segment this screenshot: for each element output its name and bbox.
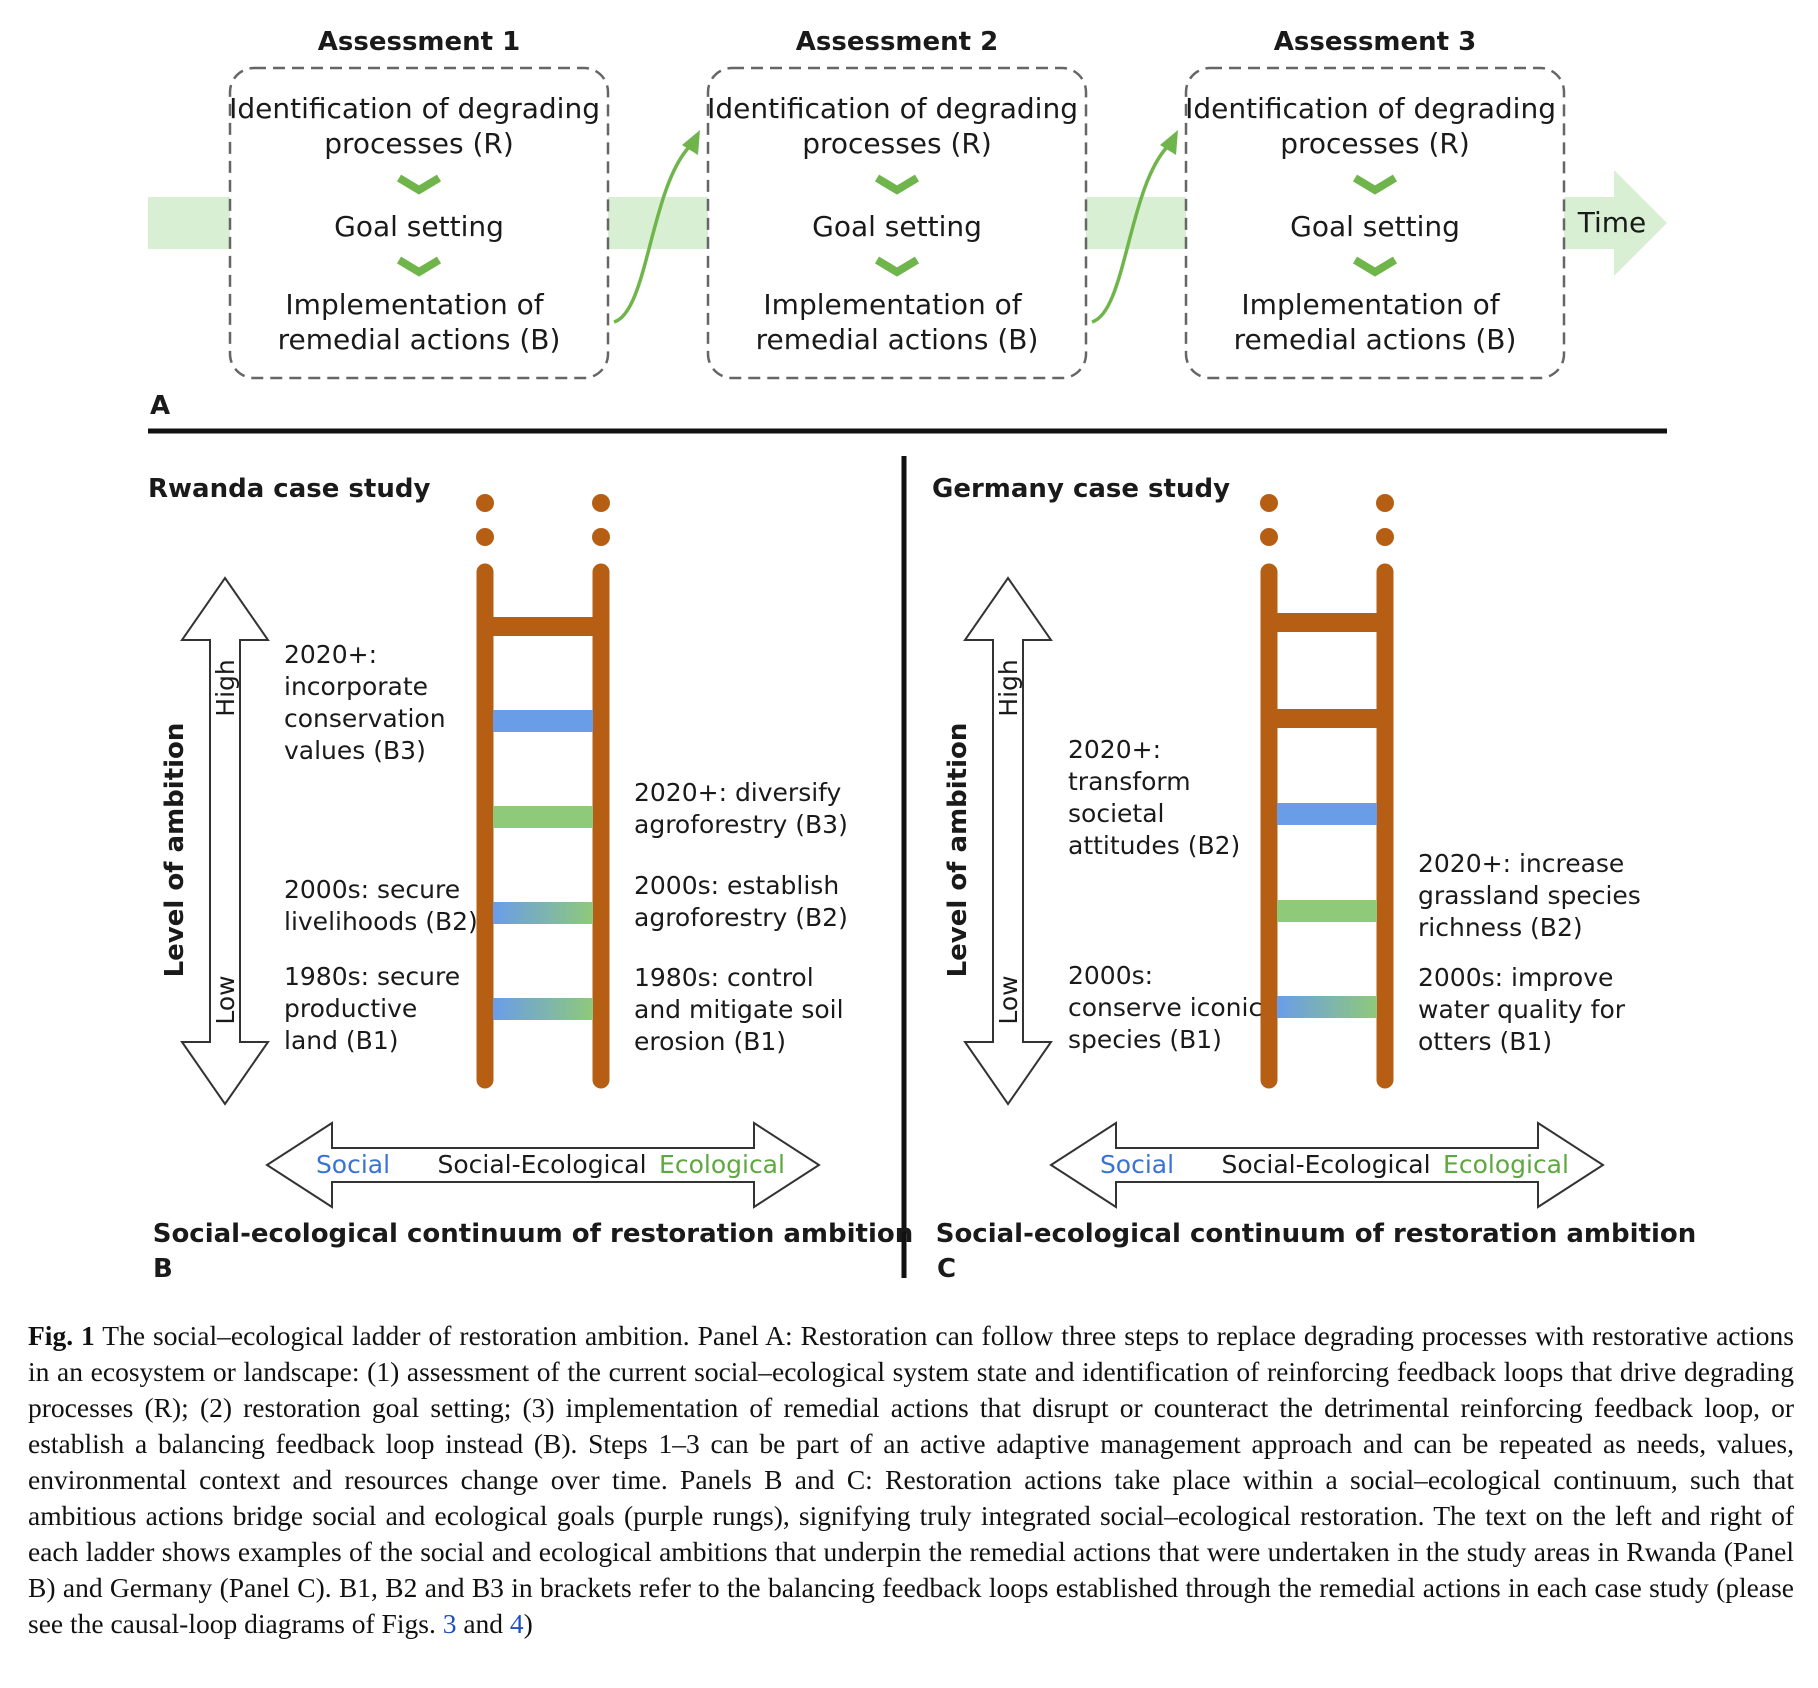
step-identification: Identification of degrading processes (R… bbox=[1185, 92, 1565, 160]
step-implementation: Implementation of remedial actions (B) bbox=[1234, 288, 1517, 356]
assessment-2: Assessment 2 Identification of degrading… bbox=[706, 27, 1088, 380]
ambition-low-label: Low bbox=[994, 975, 1023, 1024]
ladder-dot bbox=[476, 528, 494, 546]
case-study-title: Germany case study bbox=[932, 474, 1230, 504]
rung-ecological bbox=[493, 806, 593, 828]
social-ambition-label: 2000s: secure livelihoods (B2) bbox=[284, 875, 478, 936]
continuum-ecological-label: Ecological bbox=[659, 1150, 785, 1179]
ladder-dot bbox=[1260, 494, 1278, 512]
panel-letter-b: B bbox=[153, 1254, 173, 1284]
arrowhead-icon bbox=[682, 130, 700, 155]
ambition-arrow bbox=[963, 576, 1053, 1106]
ambition-high-label: High bbox=[994, 659, 1023, 716]
ladder bbox=[476, 494, 610, 1089]
rung-social-ecological bbox=[1277, 996, 1377, 1018]
rung-social bbox=[493, 710, 593, 732]
chevron-down-icon bbox=[396, 174, 442, 195]
ecological-ambition-label: 2000s: improve water quality for otters … bbox=[1418, 963, 1633, 1056]
chevron-down-icon bbox=[874, 256, 920, 277]
rung-social bbox=[1277, 803, 1377, 825]
panel-b: Rwanda case study High Low Level of ambi… bbox=[148, 474, 913, 1284]
ladder-dot bbox=[1376, 528, 1394, 546]
figure-4-link[interactable]: 4 bbox=[509, 1608, 524, 1639]
step-identification: Identification of degrading processes (R… bbox=[229, 92, 609, 160]
arrowhead-icon bbox=[1160, 130, 1178, 155]
case-study-title: Rwanda case study bbox=[148, 474, 430, 504]
assessment-title: Assessment 2 bbox=[796, 27, 998, 57]
panel-a: Assessment 1 Identification of degrading… bbox=[148, 27, 1667, 421]
ladder-dot bbox=[476, 494, 494, 512]
social-ambition-label: 2020+: incorporate conservation values (… bbox=[284, 640, 454, 765]
assessment-title: Assessment 3 bbox=[1274, 27, 1476, 57]
rung-unfilled bbox=[1269, 613, 1385, 632]
continuum-caption: Social-ecological continuum of restorati… bbox=[936, 1219, 1697, 1249]
connector-arrow-2 bbox=[1091, 130, 1178, 324]
chevron-down-icon bbox=[396, 256, 442, 277]
rung-unfilled bbox=[485, 617, 601, 636]
step-implementation: Implementation of remedial actions (B) bbox=[278, 288, 561, 356]
step-implementation: Implementation of remedial actions (B) bbox=[756, 288, 1039, 356]
rung-social-ecological bbox=[493, 902, 593, 924]
assessment-1: Assessment 1 Identification of degrading… bbox=[228, 27, 610, 380]
figure-1: Assessment 1 Identification of degrading… bbox=[148, 27, 1696, 1284]
caption-end: ) bbox=[523, 1608, 533, 1639]
panel-letter-a: A bbox=[150, 391, 170, 421]
chevron-down-icon bbox=[874, 174, 920, 195]
social-ambition-label: 2000s: conserve iconic species (B1) bbox=[1068, 961, 1270, 1054]
chevron-down-icon bbox=[1352, 256, 1398, 277]
connector-arrow-1 bbox=[613, 130, 700, 324]
continuum-social-ecological-label: Social-Ecological bbox=[1221, 1150, 1430, 1179]
figure-3-link[interactable]: 3 bbox=[442, 1608, 457, 1639]
assessment-title: Assessment 1 bbox=[318, 27, 520, 57]
figure-caption: Fig. 1 The social–ecological ladder of r… bbox=[28, 1318, 1794, 1642]
social-ambition-label: 2020+: transform societal attitudes (B2) bbox=[1068, 735, 1240, 860]
assessment-box bbox=[706, 66, 1088, 380]
step-goal-setting: Goal setting bbox=[1290, 210, 1460, 243]
continuum-social-label: Social bbox=[1100, 1150, 1174, 1179]
assessment-box bbox=[1184, 66, 1566, 380]
continuum-arrow bbox=[265, 1121, 821, 1209]
ambition-axis-label: Level of ambition bbox=[160, 723, 190, 978]
ambition-low-label: Low bbox=[211, 975, 240, 1024]
ecological-ambition-label: 2000s: establish agroforestry (B2) bbox=[634, 871, 848, 932]
continuum-arrow bbox=[1049, 1121, 1605, 1209]
social-ambition-label: 1980s: secure productive land (B1) bbox=[284, 962, 468, 1055]
ladder-dot bbox=[1376, 494, 1394, 512]
ecological-ambition-label: 2020+: increase grassland species richne… bbox=[1418, 849, 1649, 942]
assessment-3: Assessment 3 Identification of degrading… bbox=[1184, 27, 1566, 380]
ambition-axis-label: Level of ambition bbox=[943, 723, 973, 978]
step-goal-setting: Goal setting bbox=[334, 210, 504, 243]
panel-letter-c: C bbox=[937, 1254, 956, 1284]
ladder-dot bbox=[592, 494, 610, 512]
caption-label: Fig. 1 bbox=[28, 1320, 95, 1351]
ecological-ambition-label: 2020+: diversify agroforestry (B3) bbox=[634, 778, 849, 839]
rung-unfilled bbox=[1269, 709, 1385, 728]
rung-social-ecological bbox=[493, 998, 593, 1020]
ladder-dot bbox=[592, 528, 610, 546]
ambition-high-label: High bbox=[211, 659, 240, 716]
ambition-arrow bbox=[180, 576, 270, 1106]
continuum-social-label: Social bbox=[316, 1150, 390, 1179]
continuum-ecological-label: Ecological bbox=[1443, 1150, 1569, 1179]
step-goal-setting: Goal setting bbox=[812, 210, 982, 243]
ecological-ambition-label: 1980s: control and mitigate soil erosion… bbox=[634, 963, 852, 1056]
panel-c: Germany case study High Low Level of amb… bbox=[932, 474, 1696, 1284]
ladder bbox=[1260, 494, 1394, 1089]
assessment-box bbox=[228, 66, 610, 380]
continuum-caption: Social-ecological continuum of restorati… bbox=[153, 1219, 914, 1249]
time-label: Time bbox=[1577, 206, 1647, 239]
chevron-down-icon bbox=[1352, 174, 1398, 195]
step-identification: Identification of degrading processes (R… bbox=[707, 92, 1087, 160]
caption-text: The social–ecological ladder of restorat… bbox=[28, 1320, 1794, 1639]
caption-and: and bbox=[463, 1608, 504, 1639]
continuum-social-ecological-label: Social-Ecological bbox=[437, 1150, 646, 1179]
ladder-dot bbox=[1260, 528, 1278, 546]
rung-ecological bbox=[1277, 900, 1377, 922]
